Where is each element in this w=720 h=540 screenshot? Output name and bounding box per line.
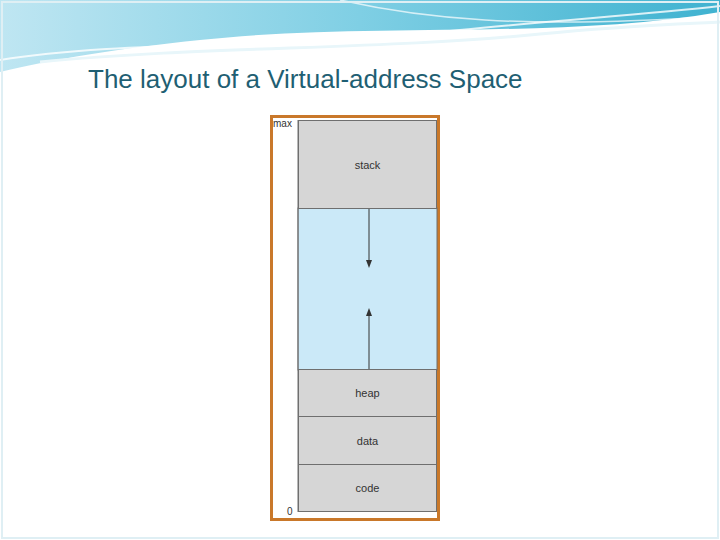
wave-line xyxy=(340,0,720,22)
header-wave xyxy=(0,0,720,72)
segment-label: code xyxy=(352,482,384,494)
slide-title: The layout of a Virtual-address Space xyxy=(88,64,523,95)
stack-segment: stack xyxy=(298,120,437,209)
wave-line xyxy=(0,6,720,60)
code-segment: code xyxy=(298,464,437,512)
figure-frame xyxy=(272,117,439,520)
arrowhead xyxy=(366,308,372,316)
free-space xyxy=(298,208,437,370)
heap-growth-arrow xyxy=(369,314,370,369)
stack-growth-arrow xyxy=(369,209,370,262)
wave-line xyxy=(40,22,720,62)
heap-segment: heap xyxy=(298,369,437,417)
address-zero: 0 xyxy=(287,506,293,517)
data-segment: data xyxy=(298,416,437,465)
address-max: max xyxy=(273,118,292,129)
arrowhead xyxy=(366,260,372,268)
segment-label: heap xyxy=(351,387,383,399)
segment-label: stack xyxy=(351,159,385,171)
segment-label: data xyxy=(353,435,382,447)
